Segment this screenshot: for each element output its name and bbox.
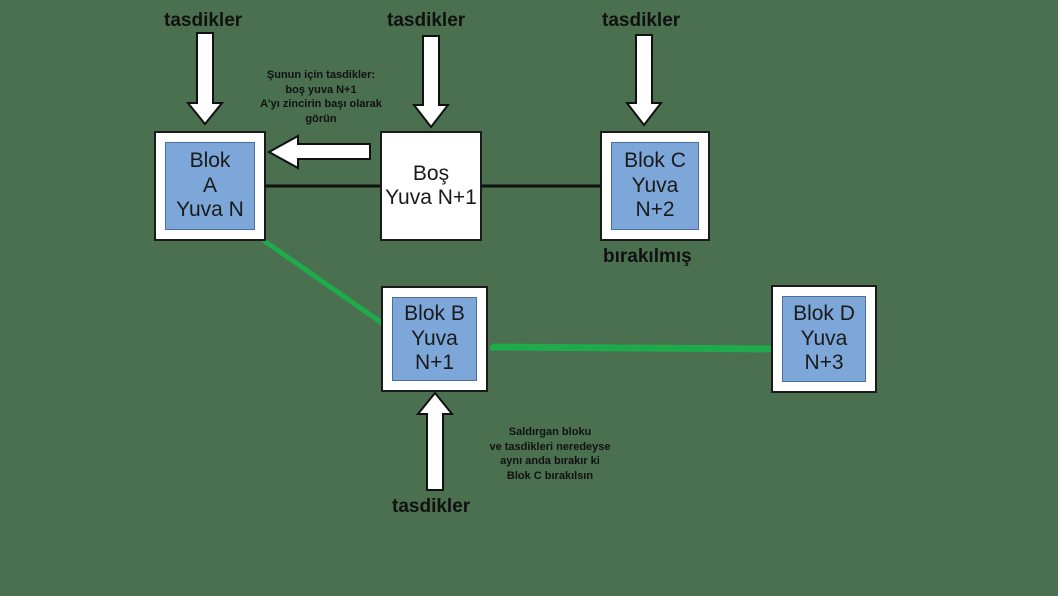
arrow-left-empty-to-block-a — [266, 134, 371, 170]
note-attacker-explanation: Saldırgan bloku ve tasdikleri neredeyse … — [489, 426, 611, 482]
label-orphaned-block-c: bırakılmış — [603, 246, 692, 267]
attack-link-a-to-b — [261, 237, 394, 333]
arrow-down-to-block-c — [624, 34, 664, 127]
label-attestation-block-b: tasdikler — [392, 496, 471, 517]
node-block-a[interactable]: Blok A Yuva N — [154, 131, 266, 241]
node-block-b[interactable]: Blok B Yuva N+1 — [381, 286, 488, 392]
node-block-d[interactable]: Blok D Yuva N+3 — [771, 285, 877, 393]
arrow-up-to-block-b — [415, 391, 455, 491]
label-attestation-block-a: tasdikler — [164, 10, 243, 31]
node-empty-slot[interactable]: Boş Yuva N+1 — [380, 131, 482, 241]
arrow-down-to-block-a — [185, 32, 225, 126]
attack-link-b-to-d — [489, 345, 773, 353]
label-attestation-empty-slot: tasdikler — [387, 10, 466, 31]
label-attestation-block-c: tasdikler — [602, 10, 681, 31]
node-block-a-label: Blok A Yuva N — [165, 142, 255, 230]
node-block-d-label: Blok D Yuva N+3 — [782, 296, 866, 382]
arrow-down-to-empty-slot — [411, 35, 451, 129]
node-block-b-label: Blok B Yuva N+1 — [392, 297, 477, 381]
node-block-c[interactable]: Blok C Yuva N+2 — [600, 131, 710, 241]
node-block-c-label: Blok C Yuva N+2 — [611, 142, 699, 230]
note-attestation-explanation: Şunun için tasdikler: boş yuva N+1 A'yı … — [260, 69, 382, 125]
attack-link-b-to-d-highlight — [491, 343, 774, 349]
node-empty-slot-label: Boş Yuva N+1 — [385, 161, 477, 209]
